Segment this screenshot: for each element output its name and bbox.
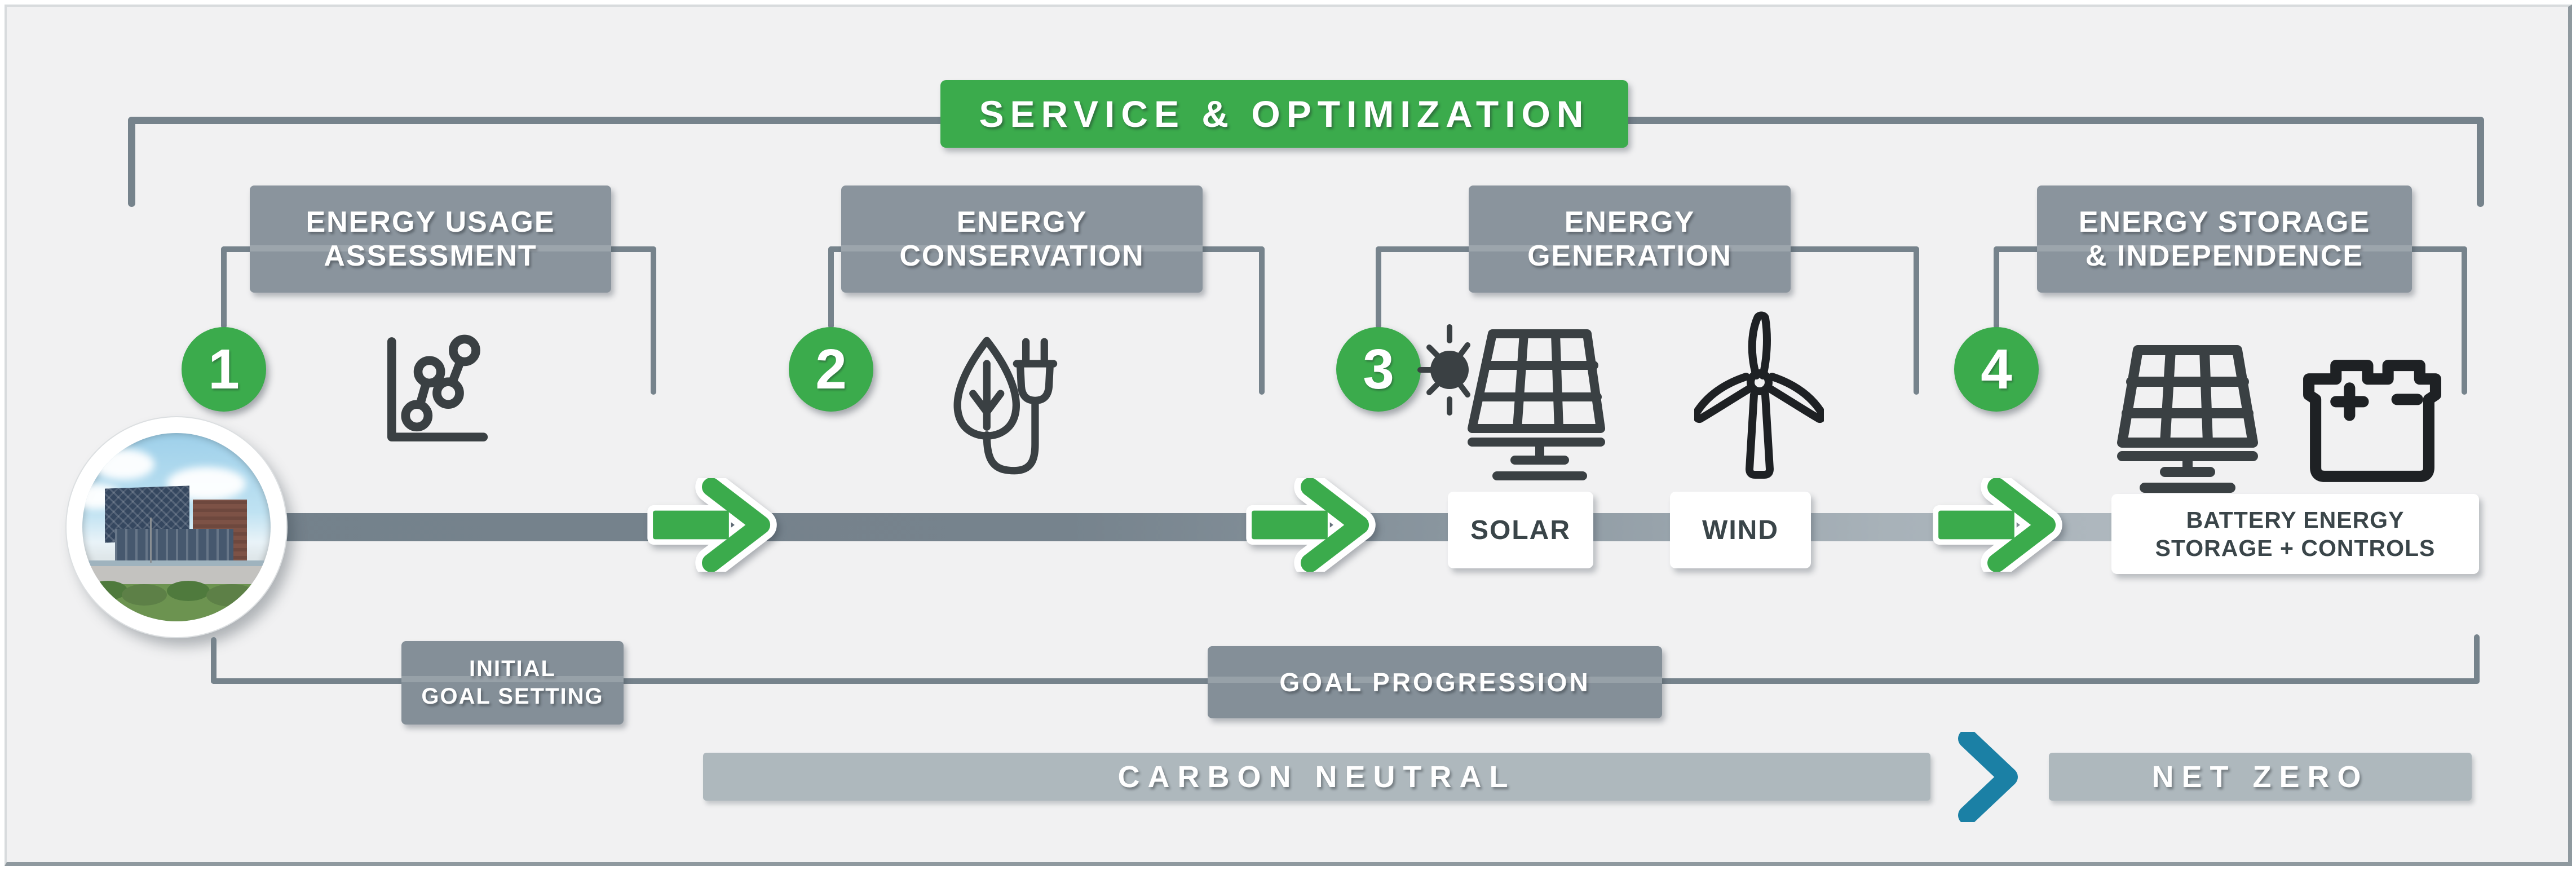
service-bracket-left-drop <box>128 117 135 207</box>
step1-bracket-left-drop <box>221 246 227 329</box>
step2-title-box: ENERGY CONSERVATION <box>841 186 1203 293</box>
step3-number: 3 <box>1363 337 1394 401</box>
carbon-neutral-bar: CARBON NEUTRAL <box>703 753 1930 801</box>
step4-number-badge: 4 <box>1954 327 2039 412</box>
building-photo <box>82 433 271 621</box>
net-zero-bar: NET ZERO <box>2049 753 2472 801</box>
wind-label-box: WIND <box>1670 492 1811 568</box>
net-zero-label: NET ZERO <box>2151 759 2369 794</box>
flow-arrow-2-icon <box>1246 478 1376 572</box>
goal-line-left-drop <box>211 637 216 684</box>
step2-number-badge: 2 <box>789 327 873 412</box>
wind-turbine-icon <box>1694 311 1824 479</box>
step4-bracket-left-drop <box>1994 246 1999 329</box>
step1-title-box: ENERGY USAGE ASSESSMENT <box>250 186 611 293</box>
service-optimization-banner: SERVICE & OPTIMIZATION <box>940 80 1628 148</box>
step2-bracket-left-drop <box>828 246 834 329</box>
step3-title-line1: ENERGY <box>1564 205 1695 239</box>
step3-bracket-right-drop <box>1914 246 1919 395</box>
step1-bracket-right-drop <box>651 246 656 395</box>
step4-title-line2: & INDEPENDENCE <box>2085 240 2364 272</box>
step4-title-box: ENERGY STORAGE & INDEPENDENCE <box>2037 186 2412 293</box>
step1-title-line2: ASSESSMENT <box>324 240 537 272</box>
step2-bracket-right-drop <box>1259 246 1265 395</box>
step2-title-line1: ENERGY <box>956 205 1088 239</box>
carbon-neutral-label: CARBON NEUTRAL <box>1117 759 1516 794</box>
battery-storage-label-line2: STORAGE + CONTROLS <box>2155 535 2436 561</box>
flow-arrow-1-icon <box>647 478 777 572</box>
initial-goal-line2: GOAL SETTING <box>421 684 604 709</box>
goal-progression-label: GOAL PROGRESSION <box>1279 668 1590 697</box>
teal-chevron-icon <box>1958 732 2018 822</box>
battery-icon <box>2303 360 2441 482</box>
solar-panel-icon <box>2117 345 2258 493</box>
battery-storage-label-box: BATTERY ENERGY STORAGE + CONTROLS <box>2111 494 2479 574</box>
step4-title-line1: ENERGY STORAGE <box>2078 205 2371 239</box>
solar-label-box: SOLAR <box>1448 492 1593 568</box>
line-chart-icon <box>387 334 488 441</box>
leaf-plug-icon <box>953 337 1058 475</box>
step1-number: 1 <box>208 337 240 401</box>
step3-title-line2: GENERATION <box>1527 240 1732 272</box>
building-photo-frame <box>67 417 286 637</box>
battery-storage-label-line1: BATTERY ENERGY <box>2186 506 2405 533</box>
step3-bracket-left-drop <box>1376 246 1381 329</box>
solar-label: SOLAR <box>1470 515 1571 545</box>
goal-line-right-riser <box>2474 634 2480 684</box>
flow-arrow-3-icon <box>1933 478 2062 572</box>
initial-goal-setting-box: INITIAL GOAL SETTING <box>401 641 624 725</box>
step2-title-line2: CONSERVATION <box>899 240 1145 272</box>
step3-title-box: ENERGY GENERATION <box>1469 186 1791 293</box>
service-bracket-right-drop <box>2477 117 2484 207</box>
step1-title-line1: ENERGY USAGE <box>306 205 555 239</box>
sun-solar-panel-icon <box>1417 324 1605 480</box>
step1-number-badge: 1 <box>182 327 266 412</box>
service-optimization-title: SERVICE & OPTIMIZATION <box>979 93 1590 135</box>
wind-label: WIND <box>1702 515 1779 545</box>
step4-bracket-right-drop <box>2462 246 2467 395</box>
step3-number-badge: 3 <box>1336 327 1421 412</box>
step2-number: 2 <box>815 337 847 401</box>
step4-number: 4 <box>1981 337 2012 401</box>
initial-goal-line1: INITIAL <box>469 656 556 682</box>
goal-progression-box: GOAL PROGRESSION <box>1208 646 1662 718</box>
